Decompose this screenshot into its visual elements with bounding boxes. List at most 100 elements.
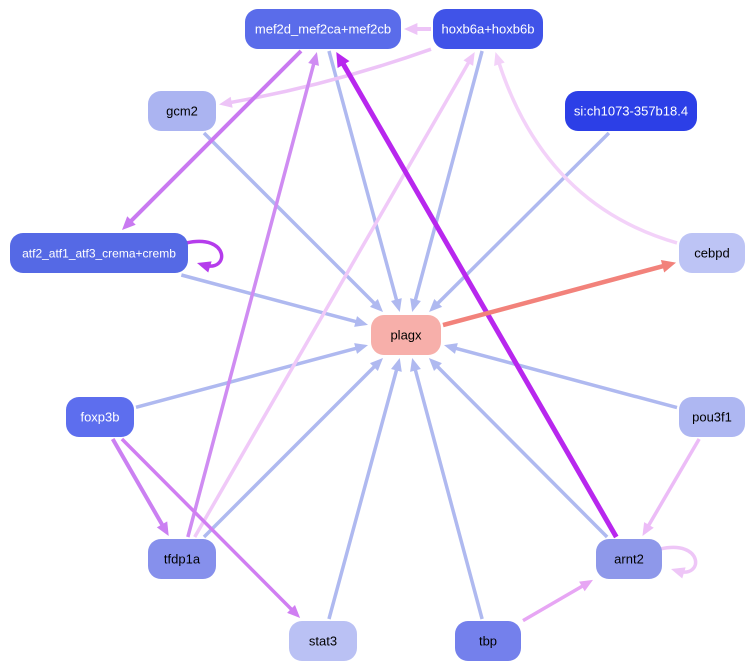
edge-atf2-plagx (180, 273, 368, 327)
node-label: mef2d_mef2ca+mef2cb (255, 22, 391, 37)
edge-hoxb6a-mef2d-arrowhead (404, 23, 418, 35)
edge-line (128, 49, 303, 224)
node-label: si:ch1073-357b18.4 (574, 104, 688, 119)
self-loop-arnt2-arrowhead (671, 567, 686, 579)
edge-line (110, 437, 166, 528)
edge-line (413, 367, 484, 620)
edge-cebpd-hoxb6a (494, 52, 678, 245)
edge-tfdp1a-mef2d (186, 52, 319, 538)
node-box[interactable] (565, 91, 697, 131)
edge-line (180, 273, 359, 324)
edge-si_ch1073-plagx-arrowhead (429, 298, 443, 312)
edge-pou3f1-arnt2 (642, 438, 701, 536)
node-label: atf2_atf1_atf3_crema+cremb (22, 247, 176, 261)
edge-mef2d-plagx-arrowhead (391, 298, 402, 312)
edge-foxp3b-tfdp1a (110, 437, 169, 536)
edge-mef2d-atf2 (122, 49, 303, 230)
node-mef2d[interactable]: mef2d_mef2ca+mef2cb (245, 9, 401, 49)
node-box[interactable] (596, 539, 662, 579)
edge-line (120, 437, 295, 612)
node-box[interactable] (679, 397, 745, 437)
node-plagx[interactable]: plagx (371, 315, 441, 355)
edge-stat3-plagx-arrowhead (391, 358, 402, 372)
edge-line (646, 438, 701, 529)
node-atf2[interactable]: atf2_atf1_atf3_crema+cremb (10, 233, 188, 273)
edge-tfdp1a-hoxb6a (193, 52, 475, 538)
edge-tbp-arnt2 (522, 579, 593, 623)
node-box[interactable] (245, 9, 401, 49)
node-tbp[interactable]: tbp (455, 621, 521, 661)
edge-line (453, 346, 678, 410)
edge-foxp3b-stat3-arrowhead (287, 604, 301, 618)
node-cebpd[interactable]: cebpd (679, 233, 745, 273)
node-si_ch1073[interactable]: si:ch1073-357b18.4 (565, 91, 697, 131)
node-label: cebpd (694, 246, 729, 261)
node-stat3[interactable]: stat3 (289, 621, 357, 661)
edge-hoxb6a-gcm2-arrowhead (219, 96, 233, 108)
node-box[interactable] (10, 233, 188, 273)
edge-tfdp1a-plagx-arrowhead (369, 358, 383, 372)
node-pou3f1[interactable]: pou3f1 (679, 397, 745, 437)
node-box[interactable] (433, 9, 543, 49)
node-box[interactable] (455, 621, 521, 661)
edge-layer (110, 23, 701, 623)
edge-hoxb6a-plagx (410, 50, 484, 312)
node-box[interactable] (289, 621, 357, 661)
edge-foxp3b-stat3 (120, 437, 301, 618)
edge-tfdp1a-mef2d-arrowhead (308, 52, 319, 66)
node-label: tbp (479, 634, 497, 649)
node-label: pou3f1 (692, 410, 732, 425)
node-arnt2[interactable]: arnt2 (596, 539, 662, 579)
edge-pou3f1-plagx-arrowhead (444, 343, 458, 354)
self-loop-atf2 (185, 239, 224, 273)
node-label: plagx (390, 328, 422, 343)
edge-line (659, 545, 698, 574)
edge-line (186, 61, 316, 538)
edge-line (496, 61, 678, 245)
edge-line (522, 583, 585, 623)
edge-plagx-cebpd-arrowhead (660, 260, 676, 273)
node-tfdp1a[interactable]: tfdp1a (148, 539, 216, 579)
edge-pou3f1-arnt2-arrowhead (642, 522, 654, 536)
edge-line (435, 131, 611, 306)
edge-line (135, 346, 359, 410)
node-box[interactable] (148, 539, 216, 579)
edge-foxp3b-plagx-arrowhead (354, 343, 368, 354)
edge-si_ch1073-plagx (429, 131, 611, 312)
edge-gcm2-plagx-arrowhead (369, 298, 383, 312)
edge-line (339, 60, 619, 539)
edge-hoxb6a-mef2d (404, 23, 431, 35)
edge-tfdp1a-plagx (202, 358, 383, 539)
edge-line (202, 364, 377, 539)
node-label: tfdp1a (164, 552, 201, 567)
node-box[interactable] (371, 315, 441, 355)
edge-arnt2-mef2d (336, 52, 619, 539)
edge-pou3f1-plagx (444, 343, 678, 410)
node-hoxb6a[interactable]: hoxb6a+hoxb6b (433, 9, 543, 49)
edge-arnt2-mef2d-arrowhead (336, 52, 350, 68)
edge-arnt2-plagx-arrowhead (428, 358, 442, 372)
edge-line (327, 50, 399, 303)
edge-mef2d-plagx (327, 50, 402, 312)
node-box[interactable] (148, 91, 216, 131)
node-foxp3b[interactable]: foxp3b (66, 397, 134, 437)
edge-foxp3b-plagx (135, 343, 368, 410)
self-loop-atf2-arrowhead (197, 261, 212, 273)
edge-plagx-cebpd (442, 260, 676, 328)
edge-mef2d-atf2-arrowhead (122, 216, 136, 230)
edge-stat3-plagx (327, 358, 402, 620)
node-box[interactable] (66, 397, 134, 437)
node-layer: mef2d_mef2ca+mef2cb hoxb6a+hoxb6b gcm2 si:c… (10, 9, 745, 661)
edge-line (434, 364, 609, 539)
edge-foxp3b-tfdp1a-arrowhead (156, 521, 169, 536)
edge-cebpd-hoxb6a-arrowhead (494, 52, 505, 66)
edge-line (327, 367, 399, 620)
edge-hoxb6a-plagx-arrowhead (410, 298, 421, 312)
node-label: gcm2 (166, 104, 198, 119)
node-gcm2[interactable]: gcm2 (148, 91, 216, 131)
edge-line (442, 263, 666, 328)
edge-gcm2-plagx (202, 131, 383, 312)
node-box[interactable] (679, 233, 745, 273)
